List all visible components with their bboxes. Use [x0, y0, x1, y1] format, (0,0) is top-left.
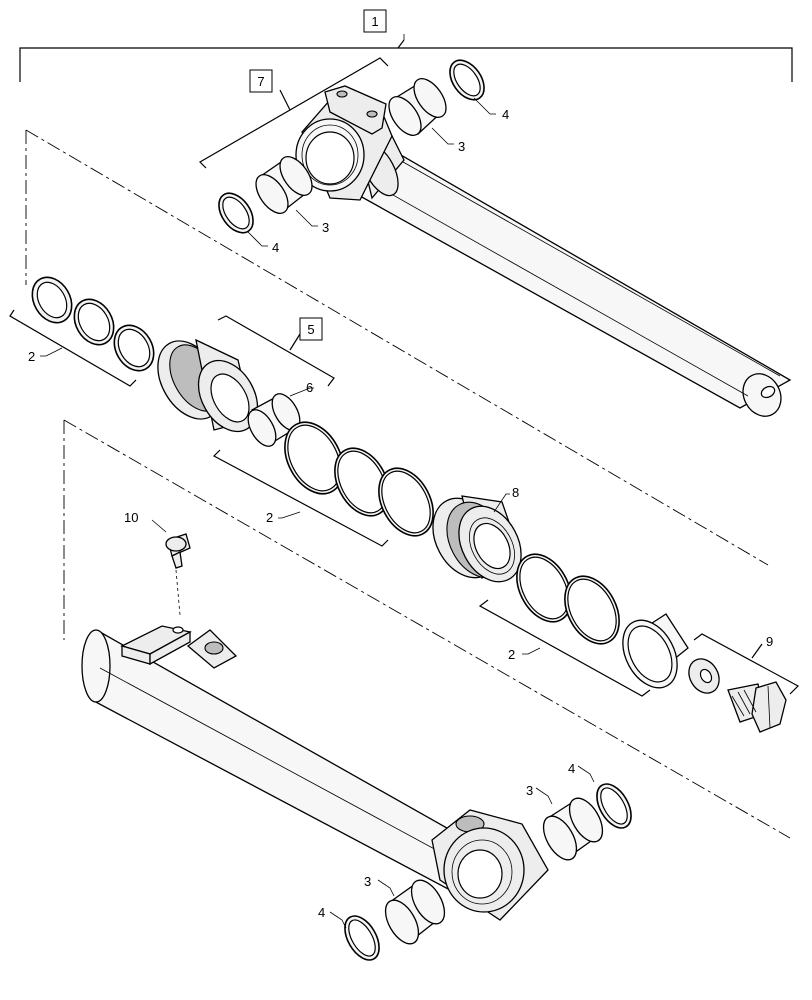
bolt-9 [727, 681, 787, 733]
bracket-9 [693, 633, 799, 695]
cylinder-barrel [81, 625, 549, 921]
bushing-3-upper-right [388, 78, 447, 136]
callout-3a: 3 [458, 139, 465, 154]
callout-3c: 3 [526, 783, 533, 798]
bushing-3-lower-right [542, 797, 604, 861]
washer-9 [688, 658, 720, 694]
bracket-7 [199, 57, 389, 169]
callout-1: 1 [363, 9, 387, 33]
seal-set-2-right [478, 553, 689, 697]
callout-5-text: 5 [307, 322, 314, 337]
callout-7: 7 [249, 69, 273, 93]
bracket-5 [217, 315, 335, 387]
leader-lines [40, 97, 595, 929]
bushing-3-upper-left [255, 156, 313, 214]
assembly-bracket-1 [19, 34, 793, 82]
dash-dot-assembly-lines [25, 129, 791, 839]
piston-8 [432, 495, 522, 583]
seal-set-2-left [9, 276, 155, 387]
callout-6: 6 [306, 380, 313, 395]
callout-4b: 4 [272, 240, 279, 255]
piston-rod-assembly [295, 85, 792, 417]
ring-4-upper-right [449, 59, 485, 101]
callout-8: 8 [512, 485, 519, 500]
callout-7-text: 7 [257, 74, 264, 89]
seal-set-2-middle [213, 421, 434, 547]
callout-2c: 2 [508, 647, 515, 662]
callout-2b: 2 [266, 510, 273, 525]
gland-5 [157, 338, 259, 433]
callout-4c: 4 [568, 761, 575, 776]
callout-9: 9 [766, 634, 773, 649]
callout-1-text: 1 [371, 14, 378, 29]
ring-4-lower-left [344, 915, 380, 961]
callout-3d: 3 [364, 874, 371, 889]
screw-10 [165, 533, 191, 616]
callout-5: 5 [299, 317, 323, 341]
ring-4-lower-right [596, 783, 632, 829]
callout-4a: 4 [502, 107, 509, 122]
callout-2a: 2 [28, 349, 35, 364]
callout-4d: 4 [318, 905, 325, 920]
bushing-3-lower-left [384, 879, 446, 945]
callout-10: 10 [124, 510, 138, 525]
callout-3b: 3 [322, 220, 329, 235]
ring-4-upper-left [218, 192, 254, 234]
